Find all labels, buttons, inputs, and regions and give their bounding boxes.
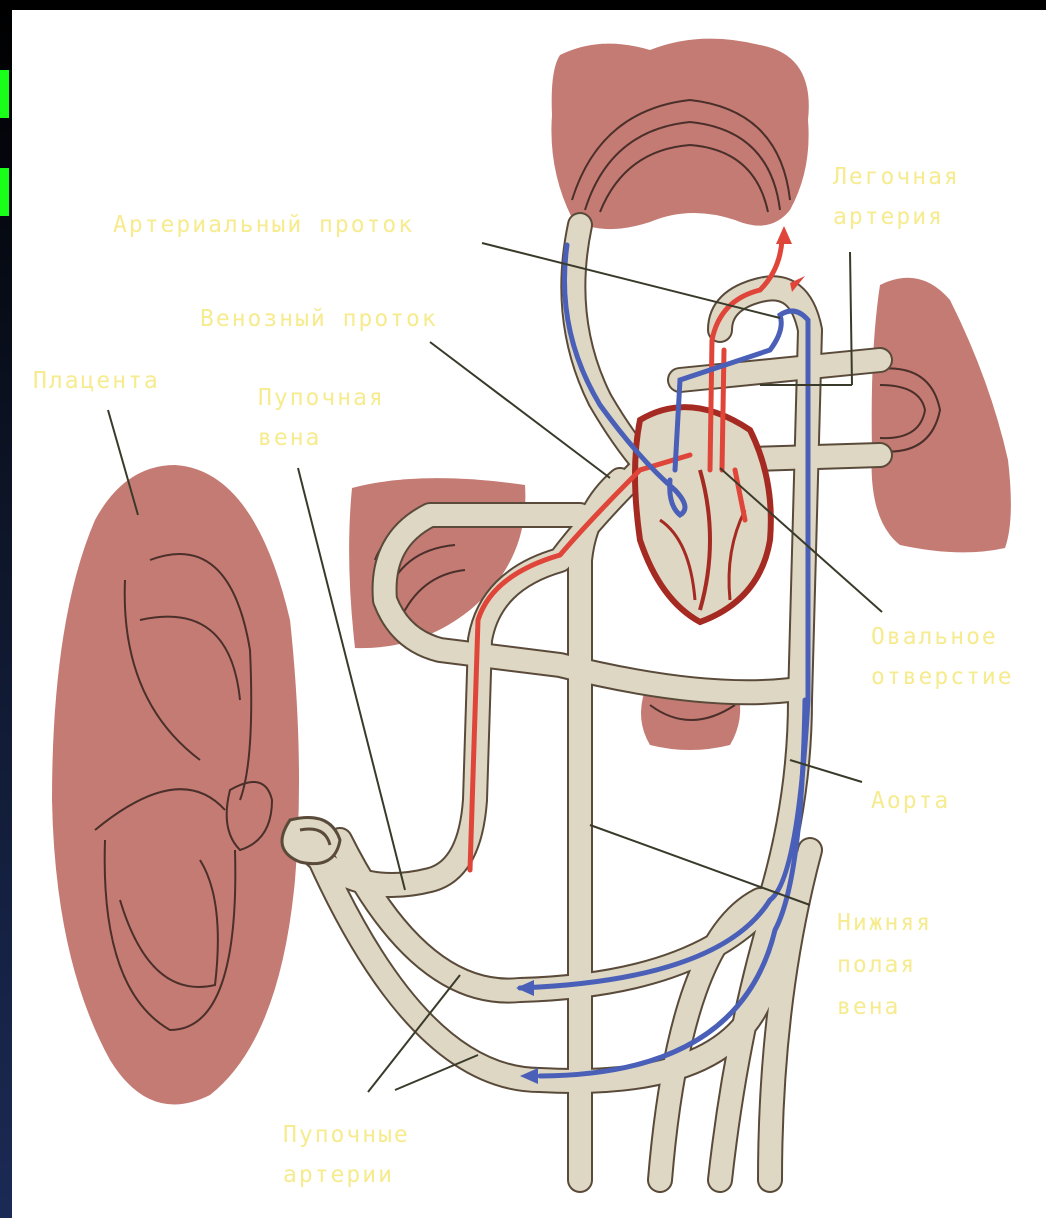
label-arterial-duct: Артериальный проток <box>113 210 414 240</box>
label-umbilical-vein-line1: Пупочная <box>258 383 385 413</box>
green-edge-mark-bottom <box>0 168 9 216</box>
label-foramen-ovale-line2: отверстие <box>871 662 1014 692</box>
lung-organ <box>872 278 1011 553</box>
label-umbilical-vein-line2: вена <box>258 423 321 453</box>
label-umbilical-arteries-line1: Пупочные <box>283 1120 410 1150</box>
label-placenta: Плацента <box>33 366 160 396</box>
label-ivc-line3: вена <box>837 992 900 1022</box>
label-foramen-ovale-line1: Овальное <box>871 622 998 652</box>
label-umbilical-arteries-line2: артерии <box>283 1160 394 1190</box>
label-pulmonary-artery-line1: Легочная <box>833 162 960 192</box>
vessels <box>300 225 880 1180</box>
label-ivc-line2: полая <box>837 950 916 980</box>
label-venous-duct: Венозный проток <box>200 304 438 334</box>
green-edge-mark-top <box>0 70 9 118</box>
top-frame-border <box>0 0 1046 10</box>
label-pulmonary-artery-line2: артерия <box>833 202 944 232</box>
brain-head-organ <box>551 39 808 230</box>
pulmonary-arrow <box>776 226 792 244</box>
umbilical-cord-knot <box>282 818 340 864</box>
label-ivc-line1: Нижняя <box>837 908 932 938</box>
label-aorta: Аорта <box>871 786 950 816</box>
